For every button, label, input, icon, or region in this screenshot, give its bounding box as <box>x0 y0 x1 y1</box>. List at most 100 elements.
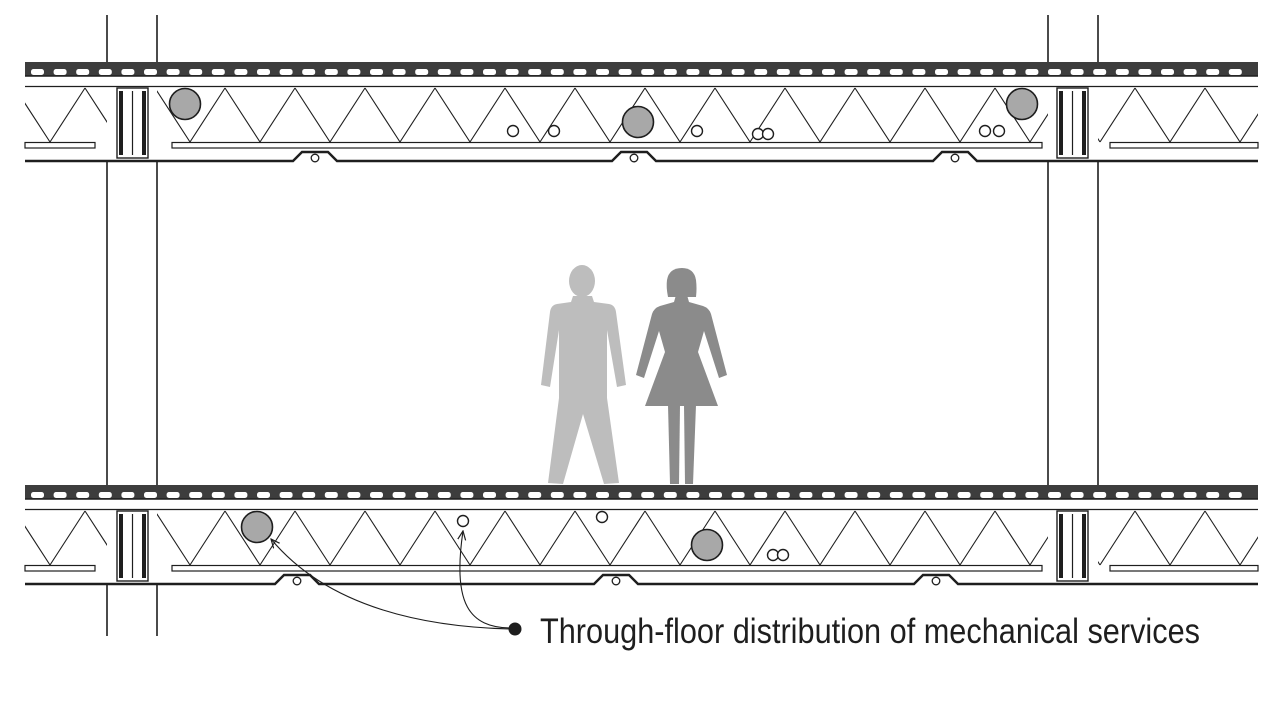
truss-diagonal <box>189 87 226 143</box>
truss-diagonal <box>854 87 891 143</box>
deck-rib <box>1206 492 1220 498</box>
deck-rib <box>279 492 293 498</box>
ceiling-line <box>25 150 1258 163</box>
truss-diagonal <box>889 510 926 566</box>
steel-beam <box>116 87 149 159</box>
truss-web <box>25 510 1258 566</box>
beam-flange <box>1082 514 1086 578</box>
upper-floor-assembly <box>24 62 1259 163</box>
deck-rib <box>1138 69 1152 75</box>
deck-rib <box>912 69 926 75</box>
right-column <box>1047 15 1099 485</box>
truss-bottom-chord <box>24 141 96 149</box>
leader-arrow-to-pipe <box>460 531 511 629</box>
woman-body <box>636 295 727 406</box>
truss-diagonal <box>504 87 541 143</box>
deck-rib <box>957 69 971 75</box>
deck-rib <box>663 492 677 498</box>
mechanical-duct <box>240 510 274 544</box>
service-pipe <box>690 124 704 138</box>
deck-rib <box>686 492 700 498</box>
deck-rib <box>641 492 655 498</box>
deck-rib <box>505 492 519 498</box>
lower-floor-assembly <box>24 485 1259 586</box>
deck-rib <box>437 69 451 75</box>
light-fixture <box>950 153 960 163</box>
truss-diagonal <box>1134 510 1171 566</box>
deck-rib <box>709 492 722 498</box>
truss-diagonal <box>714 510 751 566</box>
deck-rib <box>935 492 948 498</box>
deck-rib <box>234 69 248 75</box>
deck-rib <box>1070 69 1084 75</box>
truss-diagonal <box>819 87 856 143</box>
deck-rib <box>392 69 406 75</box>
truss-diagonal <box>399 510 436 566</box>
deck-rib <box>731 69 745 75</box>
truss-diagonal <box>1204 510 1241 566</box>
deck-rib <box>980 69 994 75</box>
truss-diagonal <box>1239 87 1258 143</box>
deck-rib <box>573 492 587 498</box>
truss-diagonal <box>399 87 436 143</box>
woman-head <box>666 268 697 297</box>
truss-diagonal <box>1204 87 1241 143</box>
deck-rib <box>844 69 858 75</box>
truss-bottom-chord <box>171 564 1043 572</box>
truss-diagonal <box>434 87 471 143</box>
deck-rib <box>1138 492 1152 498</box>
deck-rib <box>754 69 768 75</box>
truss-diagonal <box>1134 87 1171 143</box>
deck-rib <box>505 69 519 75</box>
truss-diagonal <box>329 87 366 143</box>
deck-rib <box>799 69 813 75</box>
light-fixture <box>310 153 320 163</box>
mechanical-duct <box>621 105 655 139</box>
deck-rib <box>822 492 835 498</box>
deck-rib <box>144 492 157 498</box>
service-pipe <box>992 124 1006 138</box>
left-column <box>106 15 158 636</box>
deck-rib <box>1228 492 1242 498</box>
beam-flange <box>142 514 146 578</box>
deck-rib <box>844 492 858 498</box>
deck-rib <box>257 492 270 498</box>
deck-rib <box>912 492 926 498</box>
service-pipe <box>595 510 609 524</box>
deck-rib <box>528 69 542 75</box>
man-head <box>569 265 595 297</box>
deck-rib <box>573 69 587 75</box>
deck-rib <box>257 69 270 75</box>
truss-diagonal <box>924 510 961 566</box>
annotation-callout: Through-floor distribution of mechanical… <box>271 531 1200 651</box>
deck-rib <box>31 492 44 498</box>
deck-rib <box>889 69 903 75</box>
deck-rib <box>324 69 338 75</box>
deck-rib <box>867 69 881 75</box>
woman-leg <box>684 405 696 484</box>
deck-rib <box>53 492 67 498</box>
mechanical-duct <box>1005 87 1039 121</box>
deck-rib <box>53 69 67 75</box>
deck-rib <box>415 69 429 75</box>
beam-flange <box>119 514 123 578</box>
deck-rib <box>935 69 948 75</box>
truss-diagonal <box>294 510 331 566</box>
deck-rib <box>596 492 609 498</box>
light-fixture <box>292 576 302 586</box>
deck-rib <box>889 492 903 498</box>
truss-diagonal <box>189 510 226 566</box>
deck-rib <box>980 492 994 498</box>
truss-diagonal <box>889 87 926 143</box>
truss-diagonal <box>644 510 681 566</box>
deck-rib <box>166 69 180 75</box>
deck-rib <box>460 69 474 75</box>
truss-diagonal <box>469 87 506 143</box>
deck-rib <box>1183 492 1197 498</box>
truss-diagonal <box>1169 510 1206 566</box>
truss-diagonal <box>25 87 51 143</box>
deck-rib <box>822 69 835 75</box>
mechanical-duct <box>690 528 724 562</box>
light-fixture <box>629 153 639 163</box>
